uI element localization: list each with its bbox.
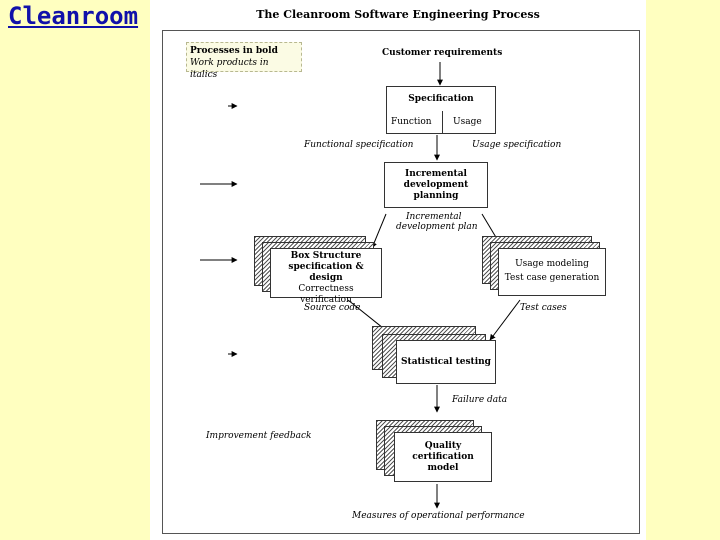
quality-line-3: model: [427, 463, 459, 473]
usage-box: Usage modeling Test case generation: [498, 248, 606, 296]
legend-bold: Processes in bold: [190, 46, 278, 56]
quality-line-2: certification: [412, 452, 474, 462]
functional-spec-label: Functional specification: [304, 140, 414, 150]
planning-line-3: planning: [413, 191, 459, 201]
usage-modeling: Usage modeling: [515, 259, 589, 269]
statistical-testing: Statistical testing: [401, 357, 491, 367]
test-cases-label: Test cases: [520, 303, 567, 313]
box-structure-box: Box Structure specification & design Cor…: [270, 248, 382, 305]
specification-function: Function: [391, 117, 432, 127]
figure-frame: [162, 30, 640, 534]
source-code-label: Source code: [304, 303, 361, 313]
planning-line-1: Incremental: [405, 169, 467, 179]
slide-title: Cleanroom: [8, 2, 139, 30]
specification-box: Specification Function Usage: [386, 86, 496, 134]
plan-label-1: Incremental: [406, 212, 462, 222]
box-structure-line-3: Correctness: [298, 284, 354, 294]
improvement-feedback-label: Improvement feedback: [206, 431, 312, 441]
planning-box: Incremental development planning: [384, 162, 488, 208]
measures-label: Measures of operational performance: [352, 511, 525, 521]
usage-spec-label: Usage specification: [472, 140, 562, 150]
statistical-box: Statistical testing: [396, 340, 496, 384]
customer-requirements-label: Customer requirements: [382, 48, 503, 58]
box-structure-line-4: verification: [300, 295, 352, 305]
figure-title: The Cleanroom Software Engineering Proce…: [256, 8, 540, 21]
specification-title: Specification: [408, 94, 474, 104]
box-structure-line-2: specification & design: [288, 262, 364, 283]
plan-label-2: development plan: [396, 222, 478, 232]
legend-italic: Work products in italics: [190, 58, 269, 80]
quality-line-1: Quality: [424, 441, 462, 451]
specification-divider: [442, 111, 443, 133]
arrow-usage-stat: [489, 299, 521, 341]
arrow-plan-box: [371, 213, 387, 249]
specification-usage: Usage: [453, 117, 482, 127]
quality-box: Quality certification model: [394, 432, 492, 482]
planning-line-2: development: [403, 180, 469, 190]
box-structure-line-1: Box Structure: [290, 251, 362, 261]
test-case-generation: Test case generation: [504, 273, 600, 283]
legend: Processes in bold Work products in itali…: [186, 42, 302, 80]
failure-data-label: Failure data: [452, 395, 508, 405]
